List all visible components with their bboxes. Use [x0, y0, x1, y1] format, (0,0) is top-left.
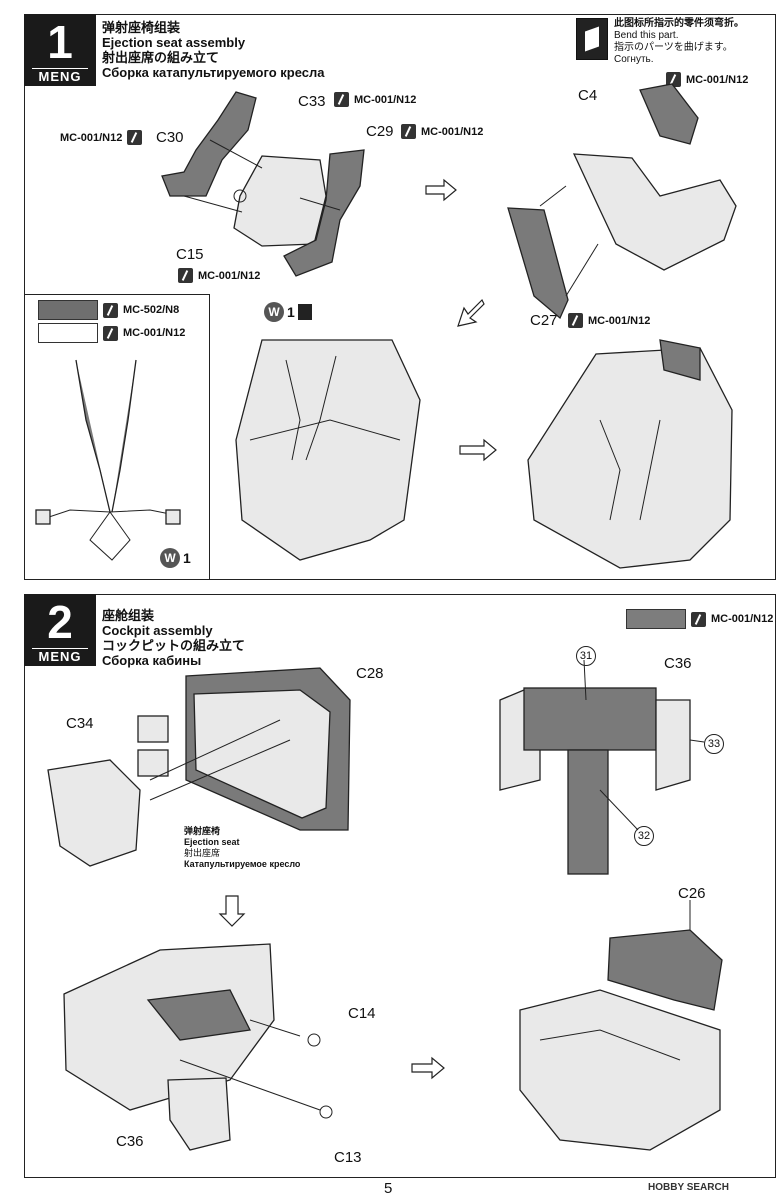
brush-icon	[691, 611, 706, 627]
w1-label: 1	[287, 304, 295, 320]
seat-note-jp: 射出座席	[184, 848, 221, 858]
part-c33: C33	[298, 93, 326, 110]
part-c14: C14	[348, 1005, 376, 1022]
seat-note-ru: Катапультируемое кресло	[184, 859, 301, 869]
w1-label: 1	[183, 550, 191, 566]
step1-number: 1	[47, 16, 73, 68]
legend-swatch-1	[38, 300, 98, 320]
step2-title: 座舱组装 Cockpit assembly コックピットの組み立て Сборка…	[102, 608, 245, 668]
legend-swatch-2	[38, 323, 98, 343]
paint-c30: MC-001/N12	[60, 130, 143, 145]
step1-badge: 1 MENG	[24, 14, 96, 86]
bend-note-ru: Согнуть.	[614, 54, 654, 65]
bend-note-cn: 此图标所指示的零件须弯折。	[614, 18, 744, 29]
step2-title-en: Cockpit assembly	[102, 623, 213, 638]
page-number: 5	[384, 1180, 393, 1197]
legend-code-1: MC-502/N8	[123, 304, 180, 316]
step2-number: 2	[47, 596, 73, 648]
seat-note-en: Ejection seat	[184, 837, 240, 847]
step2-badge: 2 MENG	[24, 594, 96, 666]
paint-c33: MC-001/N12	[334, 92, 416, 107]
brush-icon	[103, 325, 118, 341]
step1-title-ru: Сборка катапультируемого кресла	[102, 65, 325, 80]
harness-legend-box	[24, 294, 210, 580]
bend-note-en: Bend this part.	[614, 30, 679, 41]
callout-31: 31	[576, 646, 596, 666]
callout-33: 33	[704, 734, 724, 754]
step2-legend-code: MC-001/N12	[711, 613, 774, 625]
w1-marker-top: W 1	[264, 302, 312, 322]
brush-icon	[666, 72, 681, 87]
paint-code-c29: MC-001/N12	[421, 125, 484, 138]
seat-note: 弹射座椅 Ejection seat 射出座席 Катапультируемое…	[184, 826, 300, 870]
brush-icon	[127, 130, 143, 145]
w1-marker-harness: W 1	[160, 548, 191, 568]
paint-code-c30: MC-001/N12	[60, 131, 123, 144]
part-c28: C28	[356, 665, 384, 682]
boot-icon	[297, 304, 312, 320]
paint-code-c33: MC-001/N12	[354, 93, 417, 106]
bend-note: 此图标所指示的零件须弯折。 Bend this part. 指示のパーツを曲げま…	[576, 18, 744, 66]
seat-note-cn: 弹射座椅	[184, 826, 221, 836]
part-c15: C15	[176, 246, 204, 263]
brush-icon	[334, 92, 349, 107]
step2-title-jp: コックピットの組み立て	[102, 638, 246, 653]
part-c36-left: C36	[116, 1133, 144, 1150]
step1-title: 弹射座椅组装 Ejection seat assembly 射出座席の組み立て …	[102, 20, 324, 80]
paint-code-c4: MC-001/N12	[686, 73, 749, 86]
w1-badge: W	[264, 302, 284, 322]
step1-brand: MENG	[32, 68, 88, 84]
part-c36-right: C36	[664, 655, 692, 672]
part-c26: C26	[678, 885, 706, 902]
brush-icon	[568, 313, 583, 328]
step1-title-jp: 射出座席の組み立て	[102, 50, 220, 65]
step1-title-en: Ejection seat assembly	[102, 35, 246, 50]
part-c4: C4	[578, 87, 598, 104]
legend-row-1: MC-502/N8	[38, 300, 179, 320]
step2-legend-swatch	[626, 609, 686, 629]
paint-c4: MC-001/N12	[666, 72, 748, 87]
brush-icon	[103, 302, 118, 318]
paint-c27: MC-001/N12	[568, 313, 650, 328]
bend-icon	[576, 18, 608, 60]
part-c27: C27	[530, 312, 558, 329]
brush-icon	[401, 124, 416, 139]
part-c29: C29	[366, 123, 394, 140]
step2-paint-legend: MC-001/N12	[626, 609, 773, 629]
part-c30: C30	[156, 129, 184, 146]
legend-row-2: MC-001/N12	[38, 323, 185, 343]
paint-code-c15: MC-001/N12	[198, 269, 261, 282]
step2-title-ru: Сборка кабины	[102, 653, 202, 668]
legend-code-2: MC-001/N12	[123, 327, 186, 339]
step2-brand: MENG	[32, 648, 88, 664]
w1-badge: W	[160, 548, 180, 568]
bend-note-jp: 指示のパーツを曲げます。	[614, 42, 733, 53]
part-c34: C34	[66, 715, 94, 732]
step2-panel	[24, 594, 776, 1178]
paint-c15: MC-001/N12	[178, 268, 260, 283]
step2-title-cn: 座舱组装	[102, 608, 155, 623]
footer-logo: HOBBY SEARCH	[648, 1182, 729, 1193]
part-c13: C13	[334, 1149, 362, 1166]
paint-code-c27: MC-001/N12	[588, 314, 651, 327]
step1-title-cn: 弹射座椅组装	[102, 20, 181, 35]
paint-c29: MC-001/N12	[401, 124, 483, 139]
callout-32: 32	[634, 826, 654, 846]
brush-icon	[178, 268, 193, 283]
